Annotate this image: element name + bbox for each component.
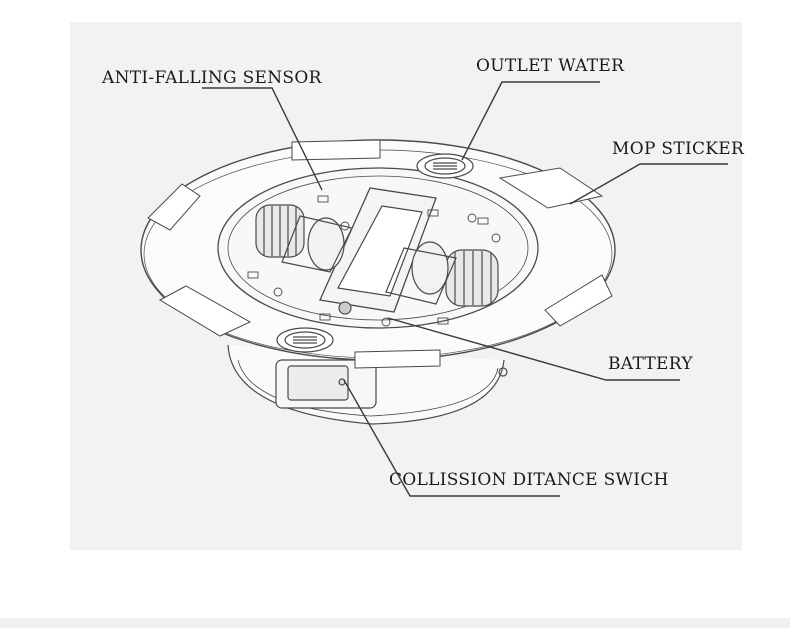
anti-falling-sensors [247, 195, 501, 327]
outlet-water-port-top [416, 153, 474, 179]
label-anti-falling-sensor: ANTI-FALLING SENSOR [102, 68, 322, 88]
leader-lines [202, 81, 728, 497]
right-wheel [385, 241, 499, 307]
label-collision-distance-switch: COLLISSION DITANCE SWICH [389, 470, 669, 490]
outlet-water-port-bottom [276, 327, 334, 353]
label-outlet-water: OUTLET WATER [476, 56, 625, 76]
label-battery: BATTERY [608, 354, 693, 374]
bottom-divider [0, 618, 790, 628]
label-mop-sticker: MOP STICKER [612, 139, 745, 159]
mop-sticker-pads [147, 139, 613, 369]
battery-compartment [319, 187, 437, 315]
left-wheel [255, 204, 353, 273]
